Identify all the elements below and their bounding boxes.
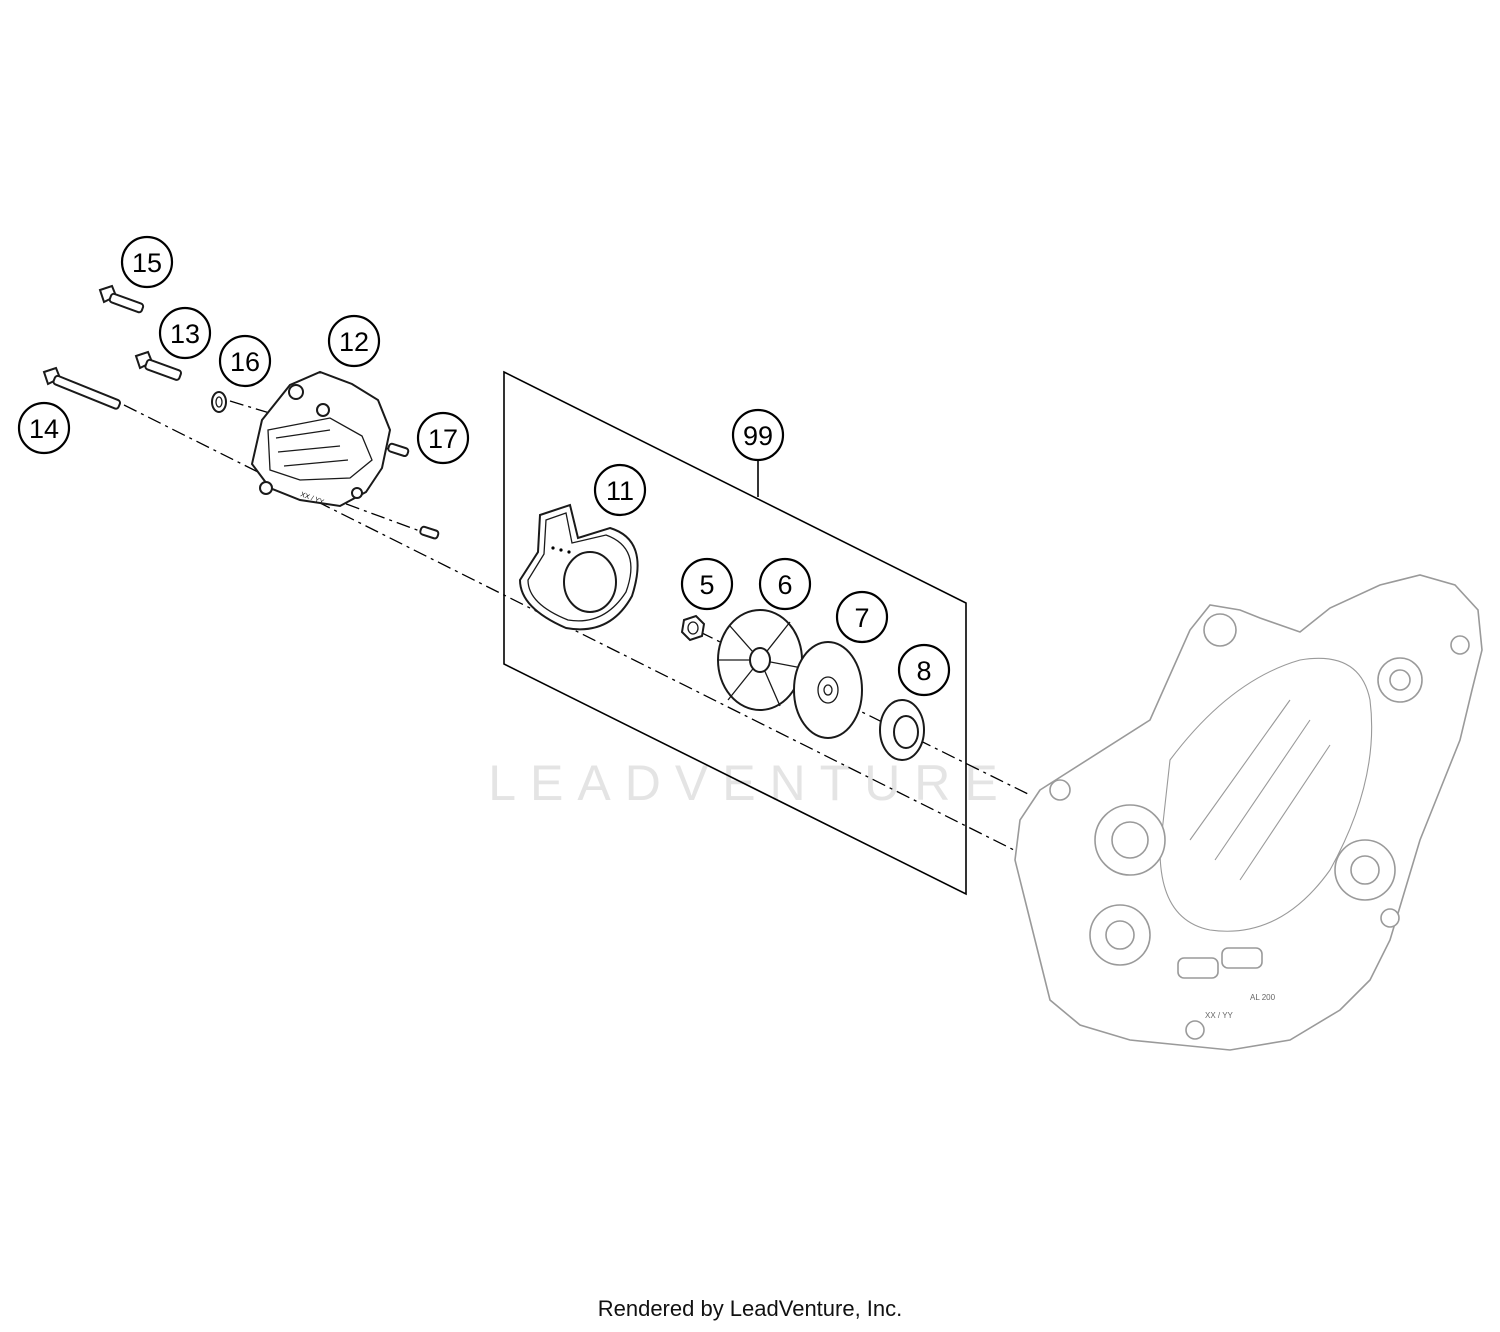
callout-15: 15: [120, 235, 174, 289]
bolt-14: [42, 366, 121, 410]
clutch-cover: AL 200 XX / YY: [1014, 574, 1483, 1051]
callout-14-label: 14: [29, 414, 59, 444]
callout-7-label: 7: [854, 603, 869, 633]
pump-cover-12: XX / YY: [250, 370, 392, 508]
kit-99-frame: [503, 370, 967, 896]
callout-13: 13: [158, 306, 212, 360]
impeller-6: [717, 609, 803, 711]
callout-12: 12: [327, 314, 381, 368]
callout-17-label: 17: [428, 424, 458, 454]
washer-16: [211, 391, 227, 413]
callout-99: 99: [731, 408, 785, 462]
bolt-13: [134, 350, 182, 381]
callout-6: 6: [758, 557, 812, 611]
callout-7: 7: [835, 590, 889, 644]
callout-16-label: 16: [230, 347, 260, 377]
svg-text:AL 200: AL 200: [1250, 993, 1276, 1002]
callout-14: 14: [17, 401, 71, 455]
nut-5: [680, 614, 706, 642]
callout-6-label: 6: [777, 570, 792, 600]
callout-5: 5: [680, 557, 734, 611]
dowel-pin-lower: [419, 525, 440, 540]
callout-11: 11: [593, 463, 647, 517]
callout-99-label: 99: [743, 421, 773, 451]
callout-15-label: 15: [132, 248, 162, 278]
callout-8: 8: [897, 643, 951, 697]
callout-16: 16: [218, 334, 272, 388]
watermark-text: LEADVENTURE: [488, 755, 1012, 811]
bolt-15: [98, 284, 145, 314]
shaft-seal-7: [793, 641, 863, 739]
callout-8-label: 8: [916, 656, 931, 686]
callout-17: 17: [416, 411, 470, 465]
gasket-11: [518, 503, 639, 631]
callout-12-label: 12: [339, 327, 369, 357]
svg-text:XX / YY: XX / YY: [1205, 1011, 1234, 1020]
callout-5-label: 5: [699, 570, 714, 600]
callout-13-label: 13: [170, 319, 200, 349]
footer-credit: Rendered by LeadVenture, Inc.: [597, 1296, 903, 1321]
callout-11-label: 11: [606, 476, 634, 506]
seal-ring-8: [879, 699, 925, 761]
dowel-pin-upper: [387, 442, 410, 458]
